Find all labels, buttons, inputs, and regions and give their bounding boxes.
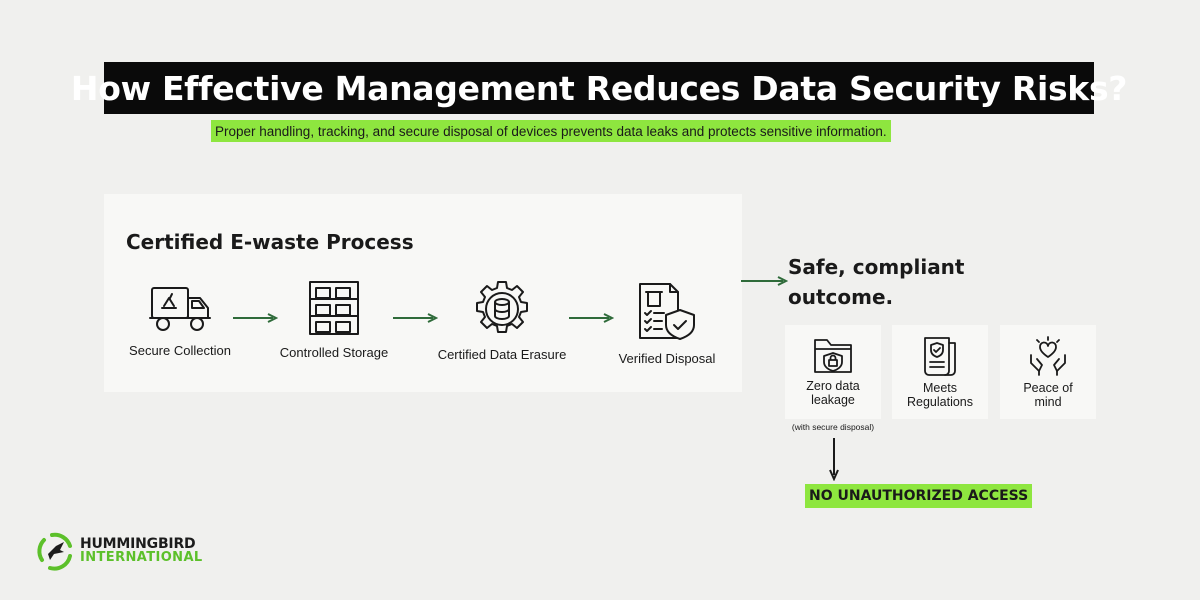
process-panel: Certified E-waste Process Secure Collect… bbox=[104, 194, 742, 392]
flow-arrow-icon bbox=[569, 313, 614, 323]
step-label: Certified Data Erasure bbox=[437, 347, 567, 362]
outcome-arrow-icon bbox=[741, 276, 788, 286]
disposal-checklist-icon bbox=[639, 283, 695, 340]
brand-logo: HUMMINGBIRD INTERNATIONAL bbox=[34, 530, 203, 572]
outcome-label: Peace of mind bbox=[1023, 381, 1073, 409]
outcome-card-zero-leakage: Zero data leakage bbox=[785, 325, 881, 419]
outcome-label: Meets Regulations bbox=[906, 381, 973, 409]
recycling-truck-icon bbox=[149, 287, 211, 331]
locked-folder-icon bbox=[814, 339, 852, 373]
step-verified-disposal: Verified Disposal bbox=[602, 280, 732, 366]
result-badge: NO UNAUTHORIZED ACCESS bbox=[805, 484, 1033, 508]
brand-name-line2: INTERNATIONAL bbox=[80, 550, 203, 565]
regulation-document-icon bbox=[924, 337, 956, 376]
data-erasure-gear-icon bbox=[476, 281, 528, 333]
step-secure-collection: Secure Collection bbox=[112, 280, 248, 358]
outcome-label: Zero data leakage bbox=[806, 379, 860, 407]
outcome-card-regulations: Meets Regulations bbox=[892, 325, 988, 419]
page-subtitle: Proper handling, tracking, and secure di… bbox=[211, 120, 891, 142]
outcome-card-peace-of-mind: Peace of mind bbox=[1000, 325, 1096, 419]
step-label: Controlled Storage bbox=[279, 345, 389, 360]
hummingbird-recycle-logo-icon bbox=[37, 532, 72, 571]
step-controlled-storage: Controlled Storage bbox=[266, 280, 402, 360]
step-certified-data-erasure: Certified Data Erasure bbox=[422, 280, 582, 362]
brand-name-line1: HUMMINGBIRD bbox=[80, 536, 196, 552]
step-label: Verified Disposal bbox=[618, 351, 716, 366]
outcome-note: (with secure disposal) bbox=[791, 422, 875, 432]
storage-shelf-icon bbox=[309, 281, 359, 335]
outcome-title: Safe, compliant outcome. bbox=[788, 255, 965, 309]
down-arrow-icon bbox=[829, 438, 839, 481]
hands-heart-icon bbox=[1030, 336, 1066, 376]
flow-arrow-icon bbox=[233, 313, 278, 323]
flow-arrow-icon bbox=[393, 313, 438, 323]
page-title: How Effective Management Reduces Data Se… bbox=[71, 62, 1127, 114]
step-label: Secure Collection bbox=[129, 343, 231, 358]
process-title: Certified E-waste Process bbox=[126, 230, 414, 254]
